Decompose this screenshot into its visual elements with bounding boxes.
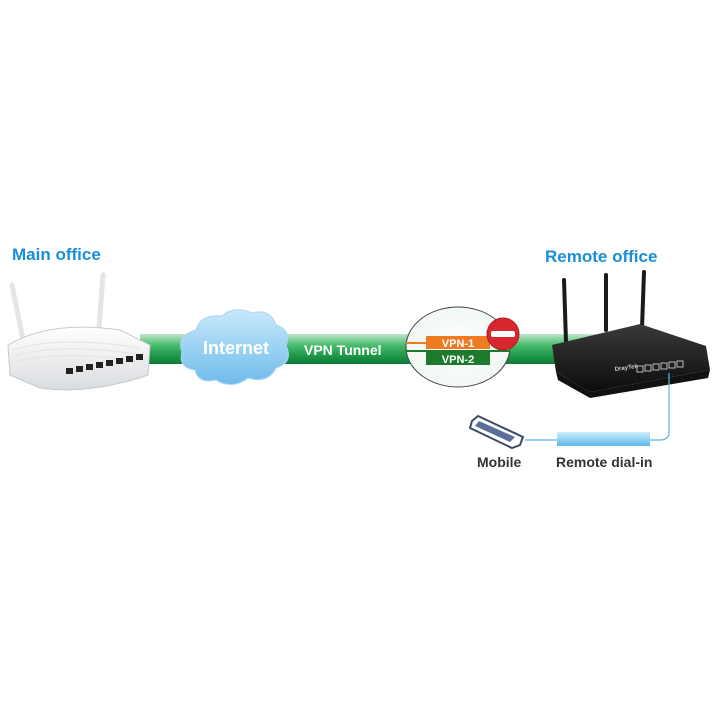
vpn-detail-lens: VPN-1 VPN-2	[405, 306, 520, 388]
dial-in-bar	[557, 432, 650, 446]
router-brand-logo: DrayTek	[614, 364, 639, 373]
remote-dial-in-label: Remote dial-in	[556, 454, 653, 470]
main-office-label: Main office	[12, 245, 101, 264]
antenna-left	[9, 282, 27, 348]
internet-label: Internet	[203, 338, 269, 358]
mobile-label: Mobile	[477, 454, 522, 470]
remote-ethernet-ports	[636, 360, 684, 373]
mobile-icon	[468, 414, 525, 450]
vpn-tunnel-label: VPN Tunnel	[304, 342, 382, 358]
vpn1-bar	[426, 336, 490, 349]
main-office-router	[7, 272, 151, 391]
ethernet-ports	[66, 354, 143, 374]
remote-office-router: DrayTek	[552, 270, 710, 398]
antenna-3	[640, 270, 646, 330]
internet-cloud: Internet	[180, 309, 289, 385]
vpn2-bar	[426, 352, 490, 365]
vpn2-label: VPN-2	[442, 354, 474, 366]
antenna-1	[562, 278, 568, 344]
blocked-icon	[486, 317, 520, 351]
remote-office-label: Remote office	[545, 247, 658, 266]
dial-in-line	[525, 373, 670, 441]
vpn1-label: VPN-1	[442, 338, 474, 350]
